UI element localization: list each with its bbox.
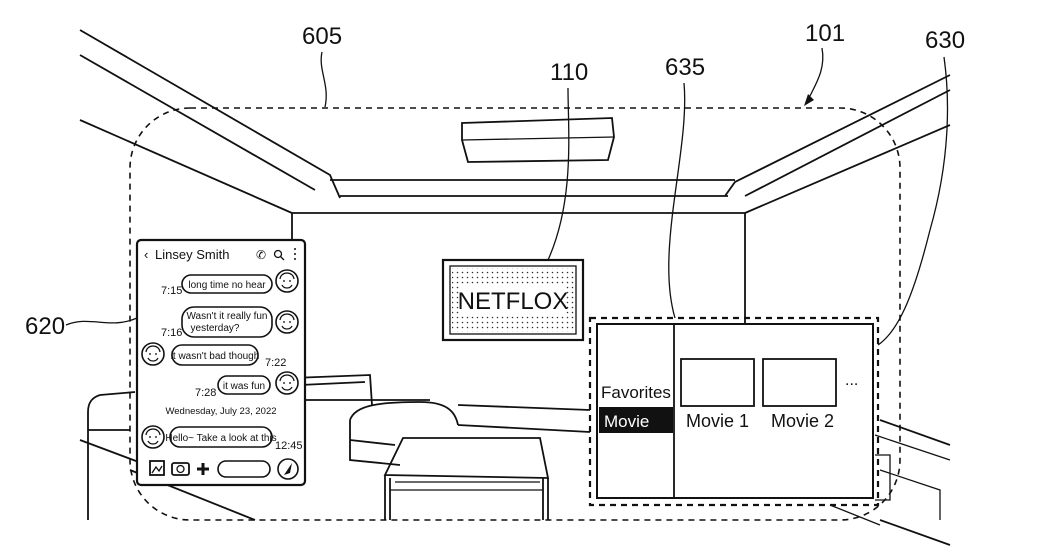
menu-item-movie[interactable]: Movie <box>599 407 673 433</box>
more-indicator: ... <box>845 372 858 389</box>
svg-text:7:22: 7:22 <box>265 357 286 369</box>
svg-text:yesterday?: yesterday? <box>191 323 240 334</box>
field-of-view-boundary <box>129 107 901 521</box>
gallery-icon[interactable] <box>149 460 165 476</box>
avatar <box>141 342 165 366</box>
movie-tile-2[interactable]: Movie 2 <box>762 358 837 431</box>
tv-screen-text: NETFLOX <box>458 288 569 315</box>
favorites-label: Favorites <box>601 383 671 402</box>
send-icon[interactable] <box>277 458 299 480</box>
chat-message: long time no hear 7:15 <box>161 269 299 297</box>
svg-text:7:16: 7:16 <box>161 327 182 339</box>
svg-text:long time no hear: long time no hear <box>188 280 266 291</box>
coffee-table-drawing <box>383 437 550 520</box>
svg-text:Movie: Movie <box>604 412 649 431</box>
chat-message: Hello~ Take a look at this 12:45 <box>141 425 303 452</box>
svg-text:7:15: 7:15 <box>161 285 182 297</box>
phone-icon[interactable]: ✆ <box>256 248 266 262</box>
avatar <box>275 371 299 395</box>
search-icon[interactable] <box>273 249 283 259</box>
ref-630: 630 <box>925 27 965 54</box>
chat-message: it wasn't bad though 7:22 <box>141 342 286 369</box>
sofa-drawing <box>87 374 591 520</box>
svg-text:12:45: 12:45 <box>275 440 303 452</box>
svg-text:Hello~ Take a look at this: Hello~ Take a look at this <box>165 433 276 444</box>
svg-text:it wasn't bad though: it wasn't bad though <box>171 351 260 362</box>
avatar <box>141 425 165 449</box>
svg-text:Movie 1: Movie 1 <box>686 411 749 431</box>
avatar <box>275 269 299 293</box>
add-icon[interactable] <box>197 463 209 475</box>
more-options-icon[interactable] <box>294 248 296 260</box>
svg-text:Movie 2: Movie 2 <box>771 411 834 431</box>
back-arrow-icon[interactable]: ‹ <box>144 247 148 262</box>
ref-101: 101 <box>805 20 845 47</box>
svg-text:7:28: 7:28 <box>195 387 216 399</box>
message-input[interactable] <box>217 460 271 478</box>
date-divider: Wednesday, July 23, 2022 <box>165 406 276 417</box>
chat-message: Wasn't it really fun yesterday? 7:16 <box>161 306 299 339</box>
contact-name: Linsey Smith <box>155 247 229 262</box>
media-menu-panel: Favorites Movie Movie 1 Movie 2 ... <box>588 316 880 507</box>
camera-icon[interactable] <box>171 462 190 476</box>
ref-110: 110 <box>550 59 588 86</box>
movie-tile-1[interactable]: Movie 1 <box>680 358 755 431</box>
chat-window: ‹ Linsey Smith ✆ long time no hear 7:15 … <box>135 238 307 487</box>
reference-numerals: 605 101 630 110 635 620 <box>25 20 965 346</box>
tv-display: NETFLOX <box>441 258 585 342</box>
ref-635: 635 <box>665 54 705 81</box>
ref-605: 605 <box>302 23 342 50</box>
avatar <box>275 310 299 334</box>
svg-text:Wasn't it really fun: Wasn't it really fun <box>186 311 267 322</box>
ref-620: 620 <box>25 313 65 340</box>
chat-message: it was fun 7:28 <box>195 371 299 399</box>
svg-text:it was fun: it was fun <box>223 381 265 392</box>
